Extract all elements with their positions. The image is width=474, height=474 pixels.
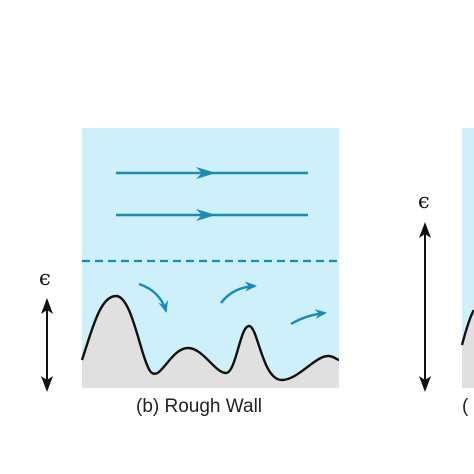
panel-b bbox=[41, 128, 340, 392]
streamline-middle-arrow-icon bbox=[196, 209, 216, 221]
eddy-arrow-2 bbox=[220, 281, 257, 304]
eddy-arrow-3 bbox=[290, 309, 327, 326]
epsilon-right-label: ϵ bbox=[418, 189, 430, 213]
epsilon-right-down-arrow-icon bbox=[419, 376, 431, 392]
eddy-arrow-1 bbox=[138, 282, 168, 313]
right-panel-caption-fragment: ( bbox=[462, 396, 469, 417]
wall-right-outline bbox=[460, 309, 474, 346]
rough-wall-outline bbox=[80, 294, 340, 382]
streamline-top-arrow-icon bbox=[196, 167, 216, 179]
panel-right-partial bbox=[419, 128, 474, 392]
epsilon-b-up-arrow-icon bbox=[41, 298, 53, 314]
epsilon-right-up-arrow-icon bbox=[419, 222, 431, 238]
wall-right bbox=[462, 310, 474, 388]
epsilon-b-label: ϵ bbox=[39, 266, 51, 290]
panel-b-caption: (b) Rough Wall bbox=[136, 396, 263, 417]
epsilon-b-down-arrow-icon bbox=[41, 376, 53, 392]
